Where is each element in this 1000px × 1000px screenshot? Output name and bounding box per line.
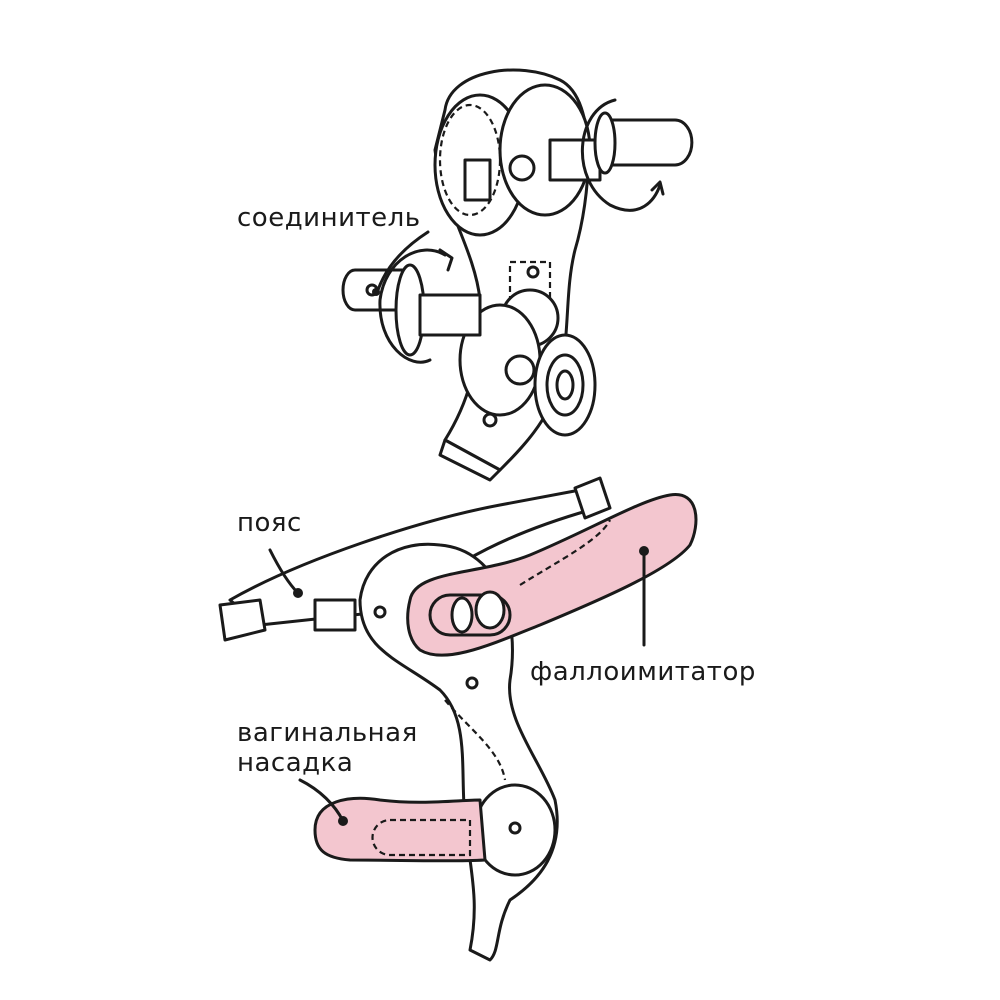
suction-base bbox=[533, 333, 597, 437]
top-right-connector bbox=[548, 98, 694, 212]
vaginal-attachment bbox=[313, 796, 487, 863]
main-attachment bbox=[406, 493, 698, 657]
top-strap bbox=[438, 438, 502, 482]
label-main-attachment: фаллоимитатор bbox=[530, 657, 756, 687]
left-connector bbox=[341, 248, 482, 364]
label-connector: соединитель bbox=[237, 203, 421, 233]
vaginal-attachment-leader bbox=[298, 778, 345, 823]
label-belt: пояс bbox=[237, 508, 302, 538]
connector-leader bbox=[376, 230, 430, 292]
label-vaginal-attachment-line2: насадка bbox=[237, 748, 354, 778]
label-vaginal-attachment-line1: вагинальная bbox=[237, 718, 418, 748]
